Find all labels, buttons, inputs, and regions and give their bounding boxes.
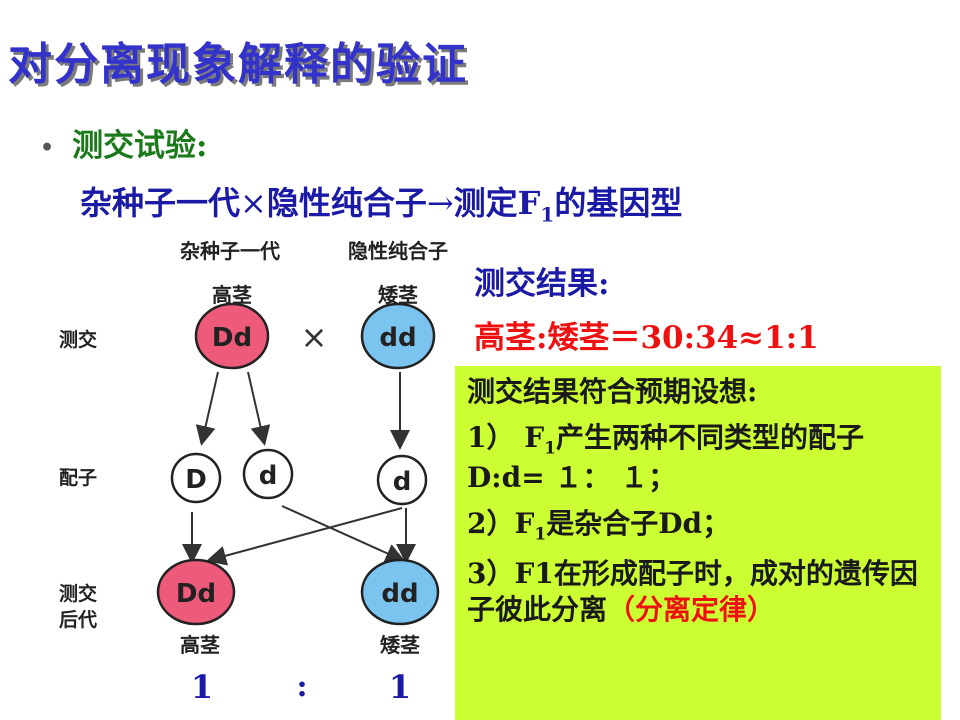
ratio-left: 1 <box>191 668 213 706</box>
gamete-3: d <box>393 467 412 497</box>
item1-subscript: 1 <box>544 438 556 459</box>
bullet-testcross: • 测交试验: <box>40 120 208 165</box>
row-label-testcross: 测交 <box>59 328 97 351</box>
item2-prefix: 2）F <box>467 507 535 540</box>
parent-left-dominant-circle <box>194 302 270 370</box>
result-ratio: 高茎:矮茎＝30:34≈1:1 <box>474 320 819 356</box>
offspring-left-trait: 高茎 <box>180 633 220 657</box>
offspring-right-trait: 矮茎 <box>380 633 420 657</box>
conclusion-box: 测交结果符合预期设想: 1） F1产生两种不同类型的配子D:d= １： １； 2… <box>455 366 941 720</box>
gamete-2: d <box>259 461 278 491</box>
arrow-gamete-3-to-offspring-left <box>206 507 403 566</box>
arrow-parent-to-gamete-1 <box>195 371 219 446</box>
ratio-right: 1 <box>389 668 411 706</box>
arrow-icon: → <box>426 184 454 222</box>
row-label-gamete: 配子 <box>59 467 97 489</box>
offspring-left-dominant-circle <box>156 558 236 626</box>
item2-text: 是杂合子Dd； <box>546 507 731 540</box>
offspring-right-recessive-circle <box>360 558 440 626</box>
testcross-description: 杂种子一代×隐性纯合子→测定F1的基因型 <box>80 178 682 226</box>
item1-prefix: 1） F <box>467 420 545 454</box>
testcross-diagram: 杂种子一代 隐性纯合子 高茎 矮茎 测交 配子 测交 后代 Dd × dd D … <box>59 239 448 706</box>
offspring-left-genotype: Dd <box>176 579 216 609</box>
gamete-3-circle <box>376 454 428 506</box>
row-label-offspring-2: 后代 <box>59 609 97 631</box>
bullet-label: 测交试验: <box>72 128 208 164</box>
cross-symbol: × <box>240 184 267 222</box>
slide-title: 对分离现象解释的验证 <box>8 39 468 90</box>
subline-part2: 隐性纯合子 <box>266 184 427 222</box>
conclusion-item-1: 1） F1产生两种不同类型的配子D:d= １： １； <box>467 420 929 496</box>
subline-subscript: 1 <box>540 202 555 227</box>
row-label-offspring-1: 测交 <box>59 582 97 605</box>
subline-part1: 杂种子一代 <box>80 184 241 222</box>
item3-text: 3）F1在形成配子时，成对的遗传因子彼此分离 <box>467 557 918 627</box>
parent-left-label: 杂种子一代 <box>180 239 280 263</box>
parent-right-label: 隐性纯合子 <box>348 239 448 263</box>
conclusion-item-2: 2）F1是杂合子Dd； <box>467 506 929 546</box>
conclusion-item-3: 3）F1在形成配子时，成对的遗传因子彼此分离（分离定律） <box>467 556 929 628</box>
offspring-right-genotype: dd <box>381 579 418 609</box>
subline-part4: 的基因型 <box>554 184 683 222</box>
arrow-gamete-2-to-offspring-right <box>281 505 406 563</box>
parent-right-genotype: dd <box>379 323 416 353</box>
parent-right-recessive-circle <box>360 302 436 370</box>
gamete-2-circle <box>242 448 294 500</box>
conclusion-heading: 测交结果符合预期设想: <box>467 375 758 408</box>
gamete-1-circle <box>170 452 222 504</box>
item2-subscript: 1 <box>534 524 547 545</box>
arrow-parent-to-gamete-2 <box>247 371 271 446</box>
gamete-1: D <box>185 465 207 495</box>
bullet-dot-icon: • <box>40 134 55 161</box>
item1-text: 产生两种不同类型的配子D:d= １： １； <box>467 420 864 495</box>
ratio-colon: : <box>296 669 307 704</box>
item3-law-name: （分离定律） <box>607 593 776 627</box>
subline-part3: 测定F <box>453 184 541 222</box>
result-label: 测交结果: <box>474 266 610 302</box>
parent-left-genotype: Dd <box>212 323 252 353</box>
cross-symbol-diagram: × <box>301 318 328 356</box>
